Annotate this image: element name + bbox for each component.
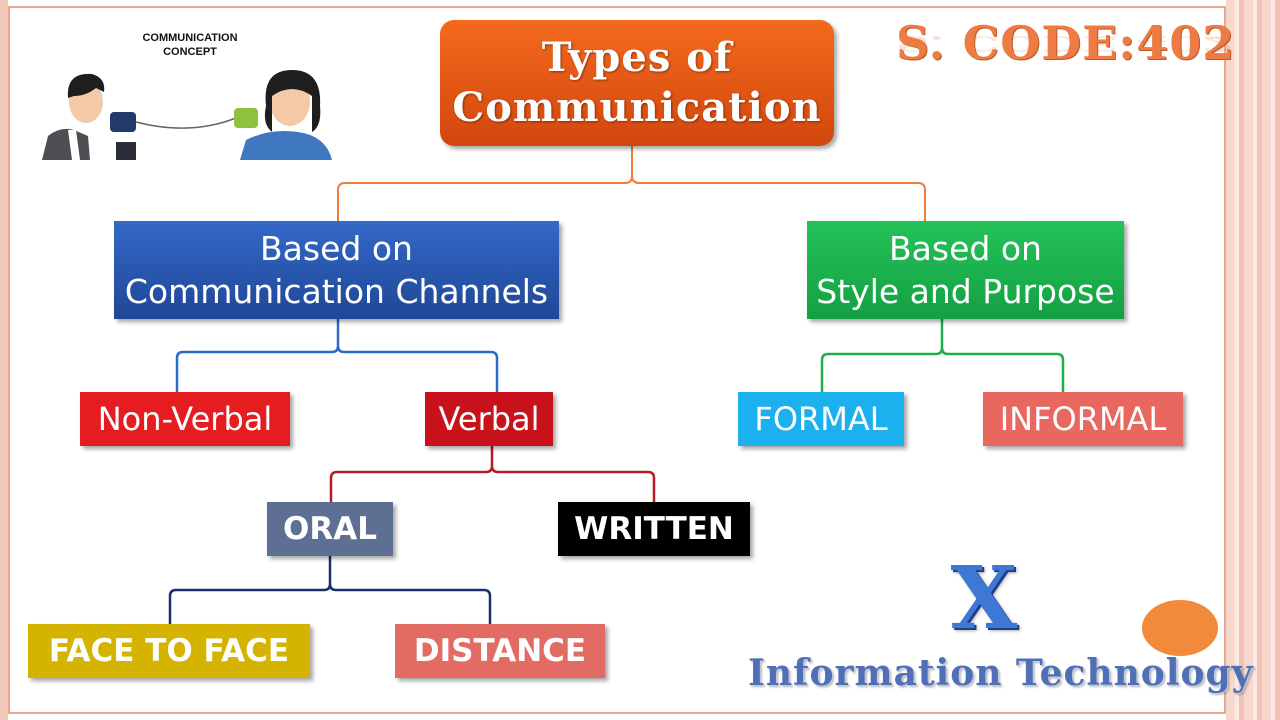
connector-verbal	[329, 446, 656, 502]
woman-hair	[264, 70, 321, 132]
connector-oral	[168, 556, 492, 624]
title-node: Types of Communication	[440, 20, 834, 146]
subject-name: Information Technology	[748, 652, 1254, 694]
node-communication-channels: Based on Communication Channels	[114, 221, 559, 319]
man-hand	[116, 142, 136, 160]
node-written: WRITTEN	[558, 502, 750, 556]
class-label: X	[950, 548, 1018, 649]
frame-left-border	[0, 0, 8, 720]
can-left	[110, 112, 136, 132]
node-verbal: Verbal	[425, 392, 553, 446]
connector-channels	[175, 319, 499, 392]
connector-title	[337, 146, 926, 221]
man-body	[42, 128, 90, 160]
node-style-purpose: Based on Style and Purpose	[807, 221, 1124, 319]
decorative-stripes	[1226, 0, 1280, 720]
decorative-orange-orb	[1142, 600, 1218, 656]
node-non-verbal: Non-Verbal	[80, 392, 290, 446]
man-shirt	[68, 130, 80, 160]
man-hair	[67, 73, 105, 98]
string	[135, 117, 237, 129]
can-right	[234, 108, 258, 128]
node-formal: FORMAL	[738, 392, 904, 446]
node-informal: INFORMAL	[983, 392, 1183, 446]
communication-illustration	[42, 70, 332, 160]
node-oral: ORAL	[267, 502, 393, 556]
subject-code: S. CODE:402	[896, 16, 1236, 70]
node-distance: DISTANCE	[395, 624, 605, 678]
connector-style	[820, 319, 1065, 392]
slide-frame	[8, 6, 1226, 714]
woman-body	[240, 131, 332, 160]
illustration-caption: COMMUNICATION CONCEPT	[142, 32, 238, 58]
node-face-to-face: FACE TO FACE	[28, 624, 310, 678]
